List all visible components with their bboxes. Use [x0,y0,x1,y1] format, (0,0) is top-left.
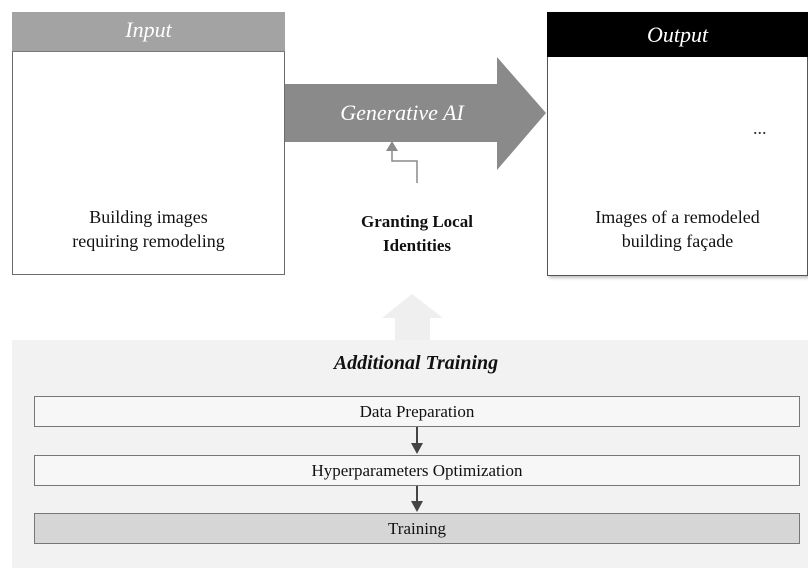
granting-local-identities: Granting Local Identities [322,210,512,258]
step-training: Training [34,513,800,544]
input-caption: Building images requiring remodeling [12,205,285,253]
step-data-preparation: Data Preparation [34,396,800,427]
step-arrow-2-head [411,501,423,512]
additional-training-title: Additional Training [333,352,499,374]
step-hyperparameters-optimization: Hyperparameters Optimization [34,455,800,486]
input-title: Input [125,17,172,42]
granting-line1: Granting Local [361,212,473,231]
granting-connector-line [391,150,418,183]
step-arrow-1-head [411,443,423,454]
generative-ai-arrow [285,57,546,170]
input-box [12,12,285,275]
output-caption: Images of a remodeled building façade [547,205,808,253]
training-up-arrow [382,294,443,340]
output-caption-line2: building façade [621,231,734,251]
granting-connector-arrowhead [386,141,398,151]
output-ellipsis: ... [753,118,767,138]
input-header [12,12,285,52]
output-title: Output [646,22,709,47]
granting-line2: Identities [383,236,451,255]
output-caption-line1: Images of a remodeled [595,207,760,227]
generative-ai-label: Generative AI [340,100,464,125]
input-caption-line2: requiring remodeling [72,231,225,251]
output-header [547,12,808,57]
input-caption-line1: Building images [89,207,208,227]
